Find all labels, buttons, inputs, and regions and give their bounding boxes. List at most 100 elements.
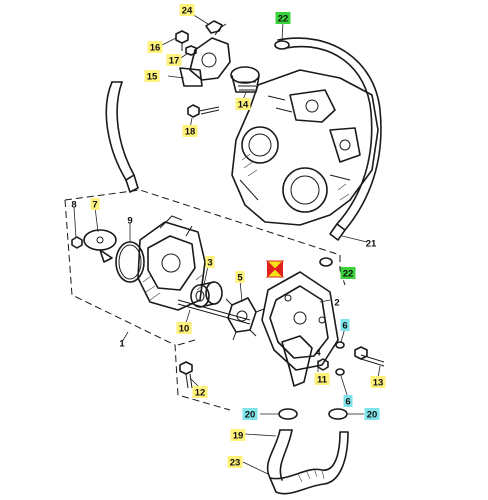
callout-number: 11 bbox=[317, 375, 328, 386]
hose-19 bbox=[266, 429, 293, 481]
callout-c10: 10 bbox=[176, 322, 192, 335]
callout-number: 18 bbox=[185, 127, 196, 138]
callout-number: 4 bbox=[315, 348, 321, 359]
callout-number: 6 bbox=[342, 321, 347, 332]
callout-c8: 8 bbox=[71, 200, 76, 211]
callout-c24: 24 bbox=[179, 4, 195, 17]
callout-c21: 21 bbox=[366, 239, 377, 250]
callout-highlight bbox=[235, 98, 251, 110]
callout-number: 5 bbox=[237, 273, 243, 284]
callout-number: 15 bbox=[147, 72, 158, 83]
callout-highlight bbox=[235, 271, 245, 283]
callout-number: 21 bbox=[366, 239, 377, 250]
callout-c9: 9 bbox=[127, 216, 132, 227]
bolt-18 bbox=[187, 104, 220, 118]
callout-c6a: 6 bbox=[340, 319, 350, 332]
callout-highlight bbox=[370, 376, 386, 388]
callout-number: 14 bbox=[238, 100, 249, 111]
callout-c6b: 6 bbox=[343, 395, 353, 408]
callout-highlight bbox=[166, 54, 182, 66]
callout-number: 6 bbox=[345, 397, 350, 408]
callout-number: 16 bbox=[150, 43, 161, 54]
callout-highlight bbox=[275, 12, 291, 24]
callout-c12: 12 bbox=[192, 386, 208, 399]
shaft-10 bbox=[177, 299, 251, 325]
leader-lines bbox=[73, 13, 381, 475]
callout-highlight bbox=[176, 322, 192, 334]
callout-c3: 3 bbox=[205, 256, 215, 269]
callout-c1: 1 bbox=[119, 339, 125, 350]
callout-number: 10 bbox=[179, 324, 190, 335]
callout-number: 1 bbox=[119, 339, 125, 350]
callout-highlight bbox=[230, 429, 246, 441]
callout-highlight bbox=[90, 198, 100, 210]
callout-highlight bbox=[182, 125, 198, 137]
callout-c17: 17 bbox=[166, 54, 182, 67]
clip-24 bbox=[205, 20, 223, 34]
cylinder-head bbox=[231, 69, 379, 226]
callout-c19: 19 bbox=[230, 429, 246, 442]
pump-assembly-boundary bbox=[64, 189, 346, 411]
callout-number: 20 bbox=[367, 410, 378, 421]
callout-number: 2 bbox=[334, 298, 339, 309]
pump-body-2 bbox=[261, 271, 339, 387]
bolt-17 bbox=[185, 45, 197, 56]
callout-c23: 23 bbox=[227, 456, 243, 469]
callout-highlight bbox=[314, 373, 330, 385]
bearing-3 bbox=[190, 281, 223, 308]
callout-c16: 16 bbox=[147, 41, 163, 54]
bolt-16 bbox=[175, 30, 189, 51]
callout-highlight bbox=[179, 4, 195, 16]
callout-highlight bbox=[242, 408, 258, 420]
bolt-13 bbox=[354, 346, 385, 367]
callout-number: 9 bbox=[127, 216, 132, 227]
callout-c15: 15 bbox=[144, 70, 160, 83]
callout-highlight bbox=[340, 267, 356, 279]
diagram-marker-icon bbox=[265, 260, 285, 278]
hose-clamp-20-right bbox=[328, 408, 348, 420]
callout-c13: 13 bbox=[370, 376, 386, 389]
callout-c7: 7 bbox=[90, 198, 100, 211]
callout-number: 12 bbox=[195, 388, 206, 399]
callout-highlight bbox=[364, 408, 380, 420]
screw-8 bbox=[71, 236, 83, 249]
callout-c4: 4 bbox=[315, 348, 321, 359]
callout-number: 22 bbox=[343, 269, 354, 280]
callout-number: 13 bbox=[373, 378, 384, 389]
callout-highlight bbox=[147, 41, 163, 53]
callout-number: 3 bbox=[207, 258, 212, 269]
callout-highlight bbox=[144, 70, 160, 82]
pump-housing bbox=[137, 215, 206, 311]
impeller-5 bbox=[225, 297, 265, 341]
o-ring-9 bbox=[115, 241, 145, 283]
callout-c22a: 22 bbox=[275, 12, 291, 25]
callout-highlight bbox=[343, 395, 353, 407]
callout-c20a: 20 bbox=[242, 408, 258, 421]
callout-c18: 18 bbox=[182, 125, 198, 138]
callout-number: 7 bbox=[92, 200, 97, 211]
callout-c20b: 20 bbox=[364, 408, 380, 421]
bolt-12 bbox=[179, 361, 193, 389]
hose-left bbox=[105, 81, 139, 193]
callout-number: 8 bbox=[71, 200, 76, 211]
callout-c11: 11 bbox=[314, 373, 330, 386]
callout-number: 20 bbox=[245, 410, 256, 421]
washer-6 bbox=[335, 341, 345, 376]
callout-number: 23 bbox=[230, 458, 241, 469]
callout-c5: 5 bbox=[235, 271, 245, 284]
callout-highlight bbox=[340, 319, 350, 331]
callout-number: 22 bbox=[278, 14, 289, 25]
callout-number: 17 bbox=[169, 56, 180, 67]
callout-c2: 2 bbox=[334, 298, 339, 309]
callout-c14: 14 bbox=[235, 98, 251, 111]
hose-clamp-22-mid bbox=[319, 257, 333, 267]
callout-c22b: 22 bbox=[340, 267, 356, 280]
hose-clamp-22-top bbox=[274, 40, 290, 50]
hose-23 bbox=[269, 431, 349, 495]
thermostat bbox=[230, 66, 260, 93]
callout-highlight bbox=[192, 386, 208, 398]
pump-cover-7 bbox=[83, 229, 117, 263]
callout-number: 24 bbox=[182, 6, 193, 17]
